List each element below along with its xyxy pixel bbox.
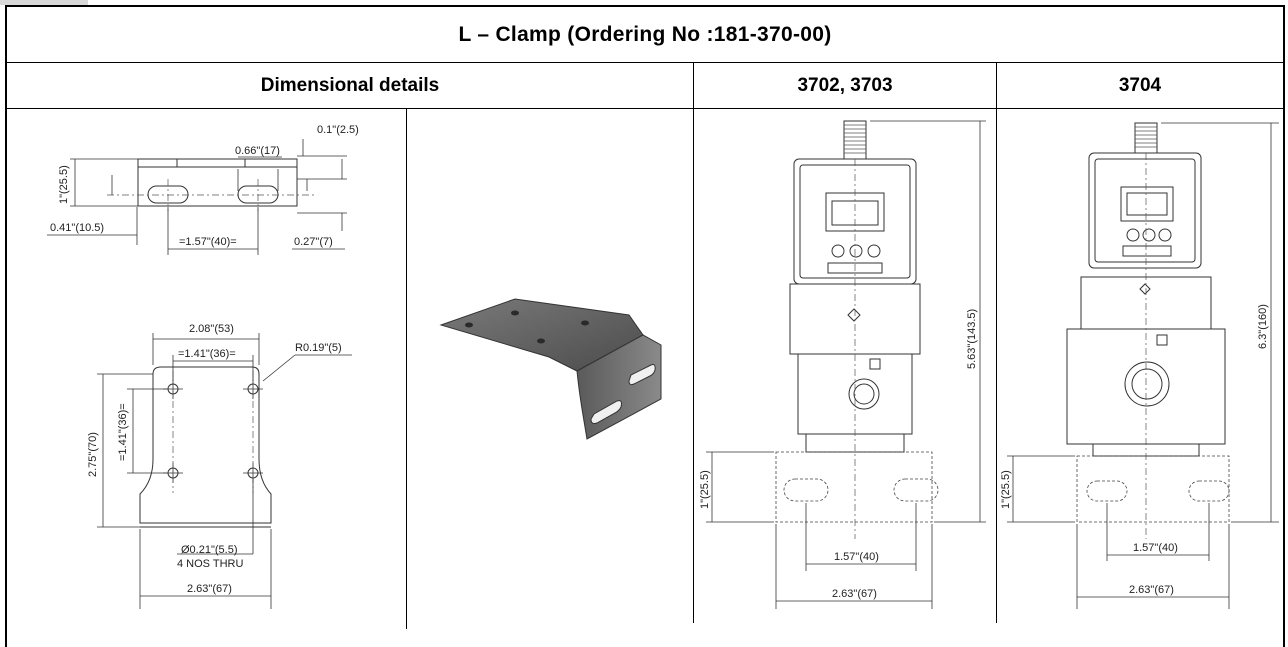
grid-line xyxy=(406,109,407,629)
height-dim-label: 6.3"(160) xyxy=(1257,304,1269,349)
grid-line xyxy=(996,63,997,623)
header-dimensional-details: Dimensional details xyxy=(260,74,440,96)
dim-label: =1.41"(36)= xyxy=(178,348,236,360)
header-model-3702-3703: 3702, 3703 xyxy=(797,74,893,96)
spec-table: L – Clamp (Ordering No :181-370-00) Dime… xyxy=(5,5,1285,647)
clamp-dimension-drawing: 0.1"(2.5) 0.66"(17) 1"(25.5) 0.41"(10.5) xyxy=(7,109,406,609)
page-title: L – Clamp (Ordering No :181-370-00) xyxy=(7,7,1283,63)
height-dim-label: 5.63"(143.5) xyxy=(966,309,978,369)
column-header-row: Dimensional details 3702, 3703 3704 xyxy=(7,63,1283,109)
width-dim-label: 2.63"(67) xyxy=(1129,584,1174,596)
dim-label: 0.1"(2.5) xyxy=(317,124,359,136)
clamp-height-dim-label: 1"(25.5) xyxy=(1000,470,1012,509)
dim-label: 0.27"(7) xyxy=(294,236,333,248)
sheet-tab-stub xyxy=(0,0,88,5)
hole-spacing-dim-label: 1.57"(40) xyxy=(1133,542,1178,554)
dim-label: 1"(25.5) xyxy=(58,165,70,204)
header-model-3704: 3704 xyxy=(1118,74,1162,96)
dim-label: Ø0.21"(5.5) xyxy=(181,544,238,556)
dim-label: =1.57"(40)= xyxy=(179,236,237,248)
dim-label: 4 NOS THRU xyxy=(177,558,243,570)
model-3702-3703-drawing: 5.63"(143.5) 1"(25.5) 1.57"(40) 2.63"(67… xyxy=(694,109,996,609)
grid-line xyxy=(693,63,694,623)
clamp-photo xyxy=(407,109,693,609)
hole-spacing-dim-label: 1.57"(40) xyxy=(834,551,879,563)
dim-label: R0.19"(5) xyxy=(295,342,342,354)
model-3704-drawing: 6.3"(160) 1"(25.5) 1.57"(40) 2.63"(67) xyxy=(997,109,1283,609)
dim-label: =1.41"(36)= xyxy=(117,403,129,461)
dim-label: 0.66"(17) xyxy=(235,145,280,157)
clamp-height-dim-label: 1"(25.5) xyxy=(699,470,711,509)
dim-label: 2.08"(53) xyxy=(189,323,234,335)
dim-label: 2.75"(70) xyxy=(87,432,99,477)
dim-label: 2.63"(67) xyxy=(187,583,232,595)
width-dim-label: 2.63"(67) xyxy=(832,588,877,600)
dim-label: 0.41"(10.5) xyxy=(50,222,104,234)
